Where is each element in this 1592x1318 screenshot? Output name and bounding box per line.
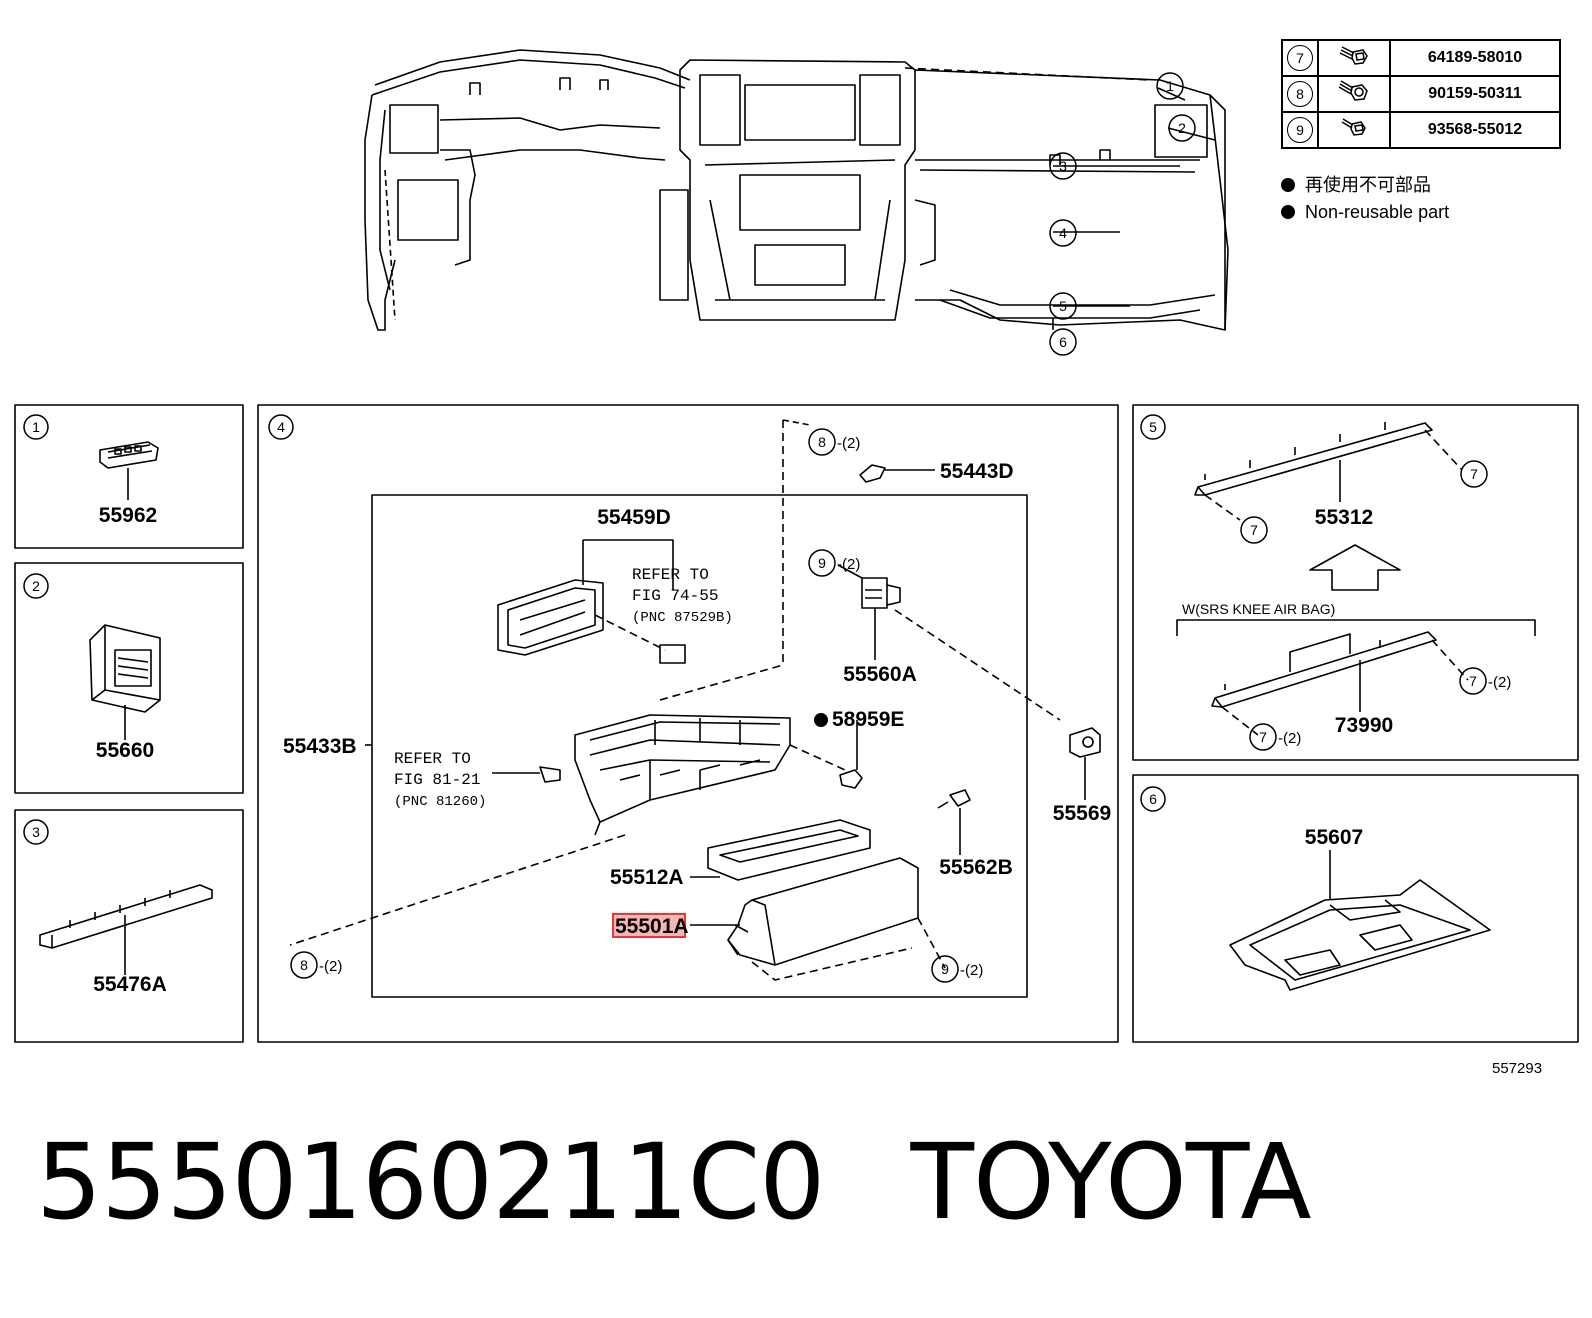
part-number-55607[interactable]: 55607 [1305,826,1363,849]
panel-3-label: 3 [32,824,40,840]
callout-8-top: 8 [818,434,826,450]
refer-81-21-line3: (PNC 81260) [394,794,486,810]
qty-8-bottom: -(2) [319,958,342,975]
footer-brand: TOYOTA [910,1121,1311,1243]
fastener-row: 8 90159-50311 [1281,75,1561,113]
part-number-55433B[interactable]: 55433B [283,735,357,758]
callout-8-bottom: 8 [300,957,308,973]
knee-airbag-73990-drawing [1211,631,1437,708]
qty-9-door: -(2) [960,962,983,979]
bolt-icon [1339,45,1368,65]
part-number-73990[interactable]: 73990 [1335,714,1393,737]
bracket-55312-drawing [1194,422,1433,496]
legend-english: Non-reusable part [1305,202,1450,222]
fastener-row: 9 93568-55012 [1281,111,1561,149]
register-55660-drawing [89,624,161,713]
fastener-part-number[interactable]: 93568-55012 [1389,111,1561,149]
legend-english-row: Non-reusable part [1281,199,1449,226]
legend-japanese: 再使用不可部品 [1305,175,1431,195]
callout-7-right: 7 [1470,466,1478,482]
screw-icon [1338,79,1368,101]
part-number-58959E[interactable]: 58959E [832,708,904,731]
part-number-55312[interactable]: 55312 [1315,506,1373,529]
non-reusable-dot [814,713,828,727]
callout-6: 6 [1059,334,1067,350]
panel-1-label: 1 [32,419,40,435]
garnish-55476A-drawing [39,884,213,949]
refer-81-21-line1: REFER TO [394,750,471,768]
panel-2 [14,562,244,794]
part-number-55660[interactable]: 55660 [96,739,154,762]
qty-7-airbag-right: -(2) [1488,674,1511,691]
panel-4 [257,404,1119,1043]
part-number-55501A[interactable]: 55501A [615,915,689,938]
under-cover-55607-drawing [1229,879,1491,991]
callout-7-airbag-right: 7 [1469,673,1477,689]
panel-2-label: 2 [32,578,40,594]
glovebox-door-55501A-drawing [727,857,919,966]
legend-japanese-row: 再使用不可部品 [1281,172,1449,199]
fastener-part-number[interactable]: 90159-50311 [1389,75,1561,113]
pad-55459D-drawing [497,579,604,656]
lock-55560A-drawing [861,577,901,609]
srs-knee-airbag-condition: W(SRS KNEE AIR BAG) [1182,601,1335,617]
qty-8-top: -(2) [837,435,860,452]
panel-6-label: 6 [1149,791,1157,807]
glovebox-housing-55433B-drawing [574,714,791,836]
callout-5: 5 [1059,298,1067,314]
panel-6 [1132,774,1579,1043]
legend: 再使用不可部品 Non-reusable part [1281,172,1449,226]
fastener-ref: 9 [1287,117,1313,143]
pin-55562B [937,789,971,809]
part-number-55560A[interactable]: 55560A [843,663,917,686]
fastener-ref: 8 [1287,81,1313,107]
fastener-ref: 7 [1287,45,1313,71]
part-number-55443D[interactable]: 55443D [940,460,1014,483]
callout-9-lock: 9 [818,555,826,571]
callout-4: 4 [1059,225,1067,241]
callout-7-left: 7 [1250,522,1258,538]
refer-74-55-line2: FIG 74-55 [632,587,718,605]
footer-title: 5550160211C0 TOYOTA [36,1121,1311,1243]
instrument-panel-reinforcement-drawing [364,49,1229,331]
part-number-55562B[interactable]: 55562B [939,856,1013,879]
refer-81-21-line2: FIG 81-21 [394,771,480,789]
panel-3 [14,809,244,1043]
screw-icon [1341,117,1366,136]
panel-1 [14,404,244,549]
part-number-55569[interactable]: 55569 [1053,802,1111,825]
qty-9-lock: -(2) [837,556,860,573]
highlight-box [612,913,686,938]
bracket-55569-drawing [1069,727,1101,758]
callout-1: 1 [1166,78,1174,94]
non-reusable-dot-icon [1281,178,1295,192]
callout-9-door: 9 [941,961,949,977]
clip-58959E [839,769,863,789]
panel-5-label: 5 [1149,419,1157,435]
register-55962-drawing [99,441,159,469]
up-arrow-icon [1309,544,1401,591]
non-reusable-dot-icon [1281,205,1295,219]
panel-4-label: 4 [277,419,285,435]
callout-2: 2 [1178,120,1186,136]
part-number-55476A[interactable]: 55476A [93,973,167,996]
qty-7-airbag-left: -(2) [1278,730,1301,747]
callout-7-airbag-left: 7 [1259,729,1267,745]
part-number-55962[interactable]: 55962 [99,504,157,527]
refer-74-55-line3: (PNC 87529B) [632,610,733,626]
part-number-55512A[interactable]: 55512A [610,866,684,889]
refer-74-55-line1: REFER TO [632,566,709,584]
callout-3: 3 [1059,158,1067,174]
fastener-part-number[interactable]: 64189-58010 [1389,39,1561,77]
tray-55512A-drawing [707,819,871,881]
footer-part-number: 5550160211C0 [36,1121,825,1243]
drawing-id: 557293 [1492,1060,1543,1077]
fastener-row: 7 64189-58010 [1281,39,1561,77]
panel-5 [1132,404,1579,761]
fastener-table: 7 64189-58010 8 90159-50311 9 93568-5501… [1281,39,1561,149]
glove-box-subassembly-frame [371,494,1028,998]
clip-55443D [859,464,886,483]
part-number-55459D[interactable]: 55459D [597,506,671,529]
